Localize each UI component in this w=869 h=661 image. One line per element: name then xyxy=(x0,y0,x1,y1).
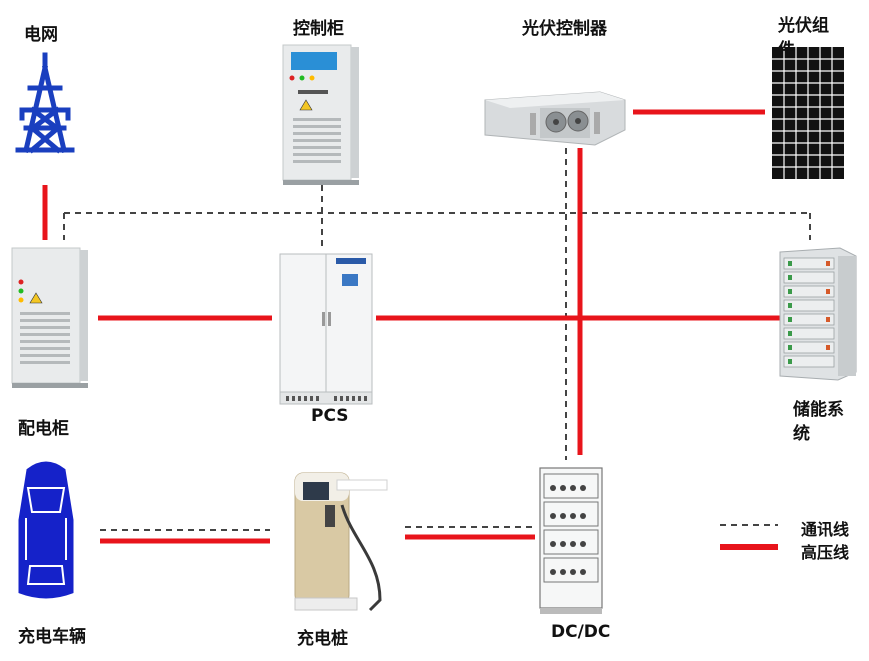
ev-car-icon xyxy=(18,461,74,599)
solar-panel-icon xyxy=(772,47,844,179)
comm-lines xyxy=(63,148,811,531)
label-distribution-cabinet: 配电柜 xyxy=(18,419,69,439)
dcdc-cabinet-icon xyxy=(539,467,603,614)
label-pv-controller: 光伏控制器 xyxy=(522,19,607,39)
label-storage-system: 储能系统 xyxy=(793,400,844,444)
distribution-cabinet-icon xyxy=(11,247,88,388)
label-pcs: PCS xyxy=(311,406,349,426)
control-cabinet-icon xyxy=(282,44,359,185)
label-dcdc: DC/DC xyxy=(551,622,611,642)
battery-rack-icon xyxy=(779,247,857,381)
label-ev: 充电车辆 xyxy=(18,627,86,647)
legend-comm-line-label: 通讯线 xyxy=(801,520,850,539)
label-grid: 电网 xyxy=(24,25,58,45)
legend-hv-line-label: 高压线 xyxy=(801,543,850,562)
label-control-cabinet: 控制柜 xyxy=(293,19,344,39)
label-pv-module: 光伏组件 xyxy=(778,16,829,60)
pv-controller-icon xyxy=(484,91,626,146)
pcs-cabinet-icon xyxy=(279,253,373,405)
label-charger: 充电桩 xyxy=(297,629,348,649)
hv-lines xyxy=(42,109,795,550)
power-tower-icon xyxy=(15,52,75,154)
charging-pile-icon xyxy=(294,472,388,612)
